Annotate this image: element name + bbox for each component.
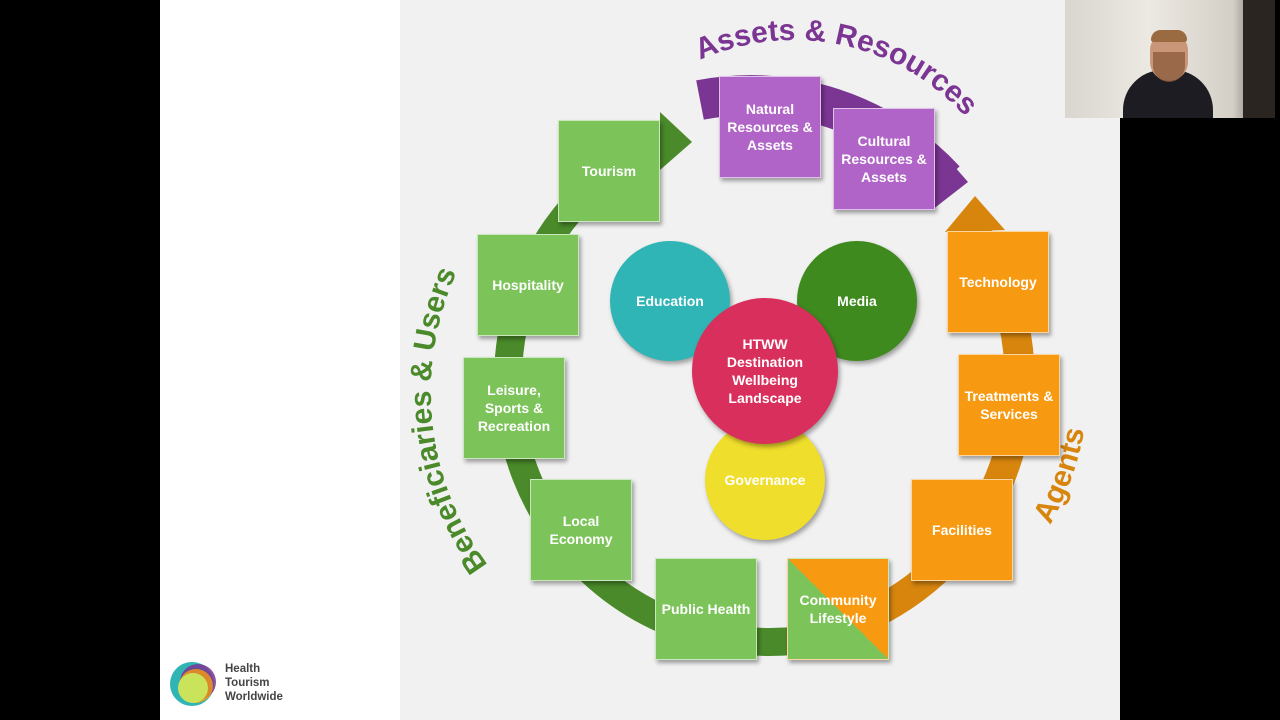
box-tourism-label: Tourism: [581, 162, 637, 179]
webcam-thumbnail: [1065, 0, 1275, 118]
box-technology-label: Technology: [959, 273, 1037, 290]
background-doorframe: [1243, 0, 1275, 118]
box-treatments-services-label: Treatments & Services: [964, 387, 1054, 422]
presenter-beard: [1153, 52, 1185, 82]
box-cultural-resources: Cultural Resources & Assets: [833, 108, 935, 210]
box-leisure-sports-label: Leisure, Sports & Recreation: [477, 381, 551, 435]
circle-center-label: HTWW Destination Wellbeing Landscape: [726, 335, 804, 407]
logo-line-2: Tourism: [225, 677, 270, 689]
htww-logo: [170, 662, 216, 706]
box-public-health-label: Public Health: [661, 600, 751, 617]
slide-left-panel: [160, 0, 400, 720]
circle-governance-label: Governance: [724, 471, 806, 488]
box-local-economy-label: Local Economy: [549, 512, 613, 547]
logo-text: Health Tourism Worldwide: [225, 662, 283, 704]
box-facilities-label: Facilities: [932, 521, 992, 538]
box-hospitality-label: Hospitality: [492, 276, 564, 293]
beneficiaries-arrow-head: [660, 112, 692, 170]
box-cultural-resources-label: Cultural Resources & Assets: [841, 132, 927, 186]
box-local-economy: Local Economy: [530, 479, 632, 581]
logo-line-1: Health: [225, 663, 261, 675]
box-technology: Technology: [947, 231, 1049, 333]
box-treatments-services: Treatments & Services: [958, 354, 1060, 456]
box-natural-resources-label: Natural Resources & Assets: [727, 100, 813, 154]
circle-media-label: Media: [837, 292, 877, 309]
box-leisure-sports: Leisure, Sports & Recreation: [463, 357, 565, 459]
logo-line-3: Worldwide: [225, 691, 283, 703]
agents-arrow-head: [945, 196, 1005, 232]
circle-education-label: Education: [636, 292, 704, 309]
circle-center-landscape: HTWW Destination Wellbeing Landscape: [692, 298, 838, 444]
presenter-hair: [1151, 30, 1187, 42]
assets-arrow-head: [932, 150, 968, 210]
box-public-health: Public Health: [655, 558, 757, 660]
box-community-lifestyle: Community Lifestyle: [787, 558, 889, 660]
box-hospitality: Hospitality: [477, 234, 579, 336]
box-natural-resources: Natural Resources & Assets: [719, 76, 821, 178]
box-facilities: Facilities: [911, 479, 1013, 581]
box-tourism: Tourism: [558, 120, 660, 222]
box-community-lifestyle-label: Community Lifestyle: [799, 591, 877, 626]
